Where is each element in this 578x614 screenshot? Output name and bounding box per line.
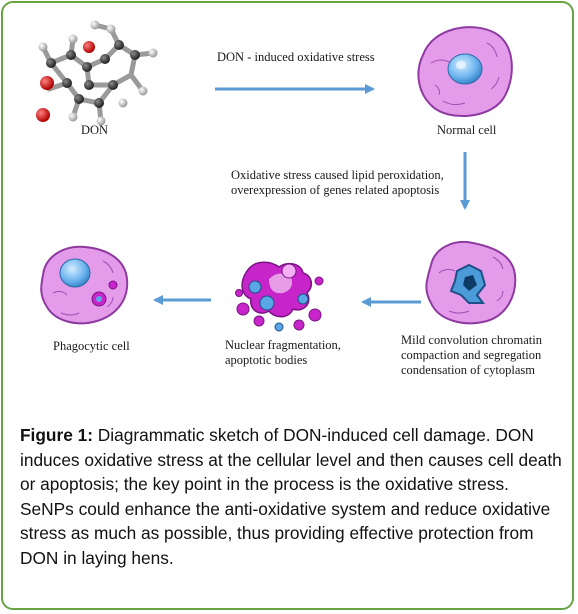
normal-cell-icon xyxy=(417,26,513,117)
convolution-label-line-1: Mild convolution chromatin xyxy=(401,333,542,347)
molecule-label: DON xyxy=(81,123,109,137)
vertical-arrow-label: Oxidative stress caused lipid peroxidati… xyxy=(231,168,444,198)
apoptotic-bodies-icon xyxy=(235,261,324,332)
top-arrow-label: DON - induced oxidative stress xyxy=(217,50,375,64)
caption-text: Diagrammatic sketch of DON-induced cell … xyxy=(20,425,562,568)
convolution-label-line-3: condensation of cytoplasm xyxy=(401,363,535,377)
phagocytic-cell-icon xyxy=(40,245,129,325)
convoluted-cell-icon xyxy=(425,241,517,325)
caption-label: Figure 1: xyxy=(20,425,93,445)
fragmentation-label-line-2: apoptotic bodies xyxy=(225,353,308,367)
apoptosis-diagram xyxy=(36,20,517,332)
convolution-label: Mild convolution chromatin compaction an… xyxy=(401,333,542,378)
vertical-arrow-label-line-1: Oxidative stress caused lipid peroxidati… xyxy=(231,168,444,182)
fragmentation-label-line-1: Nuclear fragmentation, xyxy=(225,338,341,352)
normal-cell-label: Normal cell xyxy=(437,123,497,137)
phagocytic-label: Phagocytic cell xyxy=(53,339,130,353)
convolution-label-line-2: compaction and segregation xyxy=(401,348,542,362)
fragmentation-label: Nuclear fragmentation, apoptotic bodies xyxy=(225,338,341,368)
don-molecule-icon xyxy=(36,20,158,126)
figure-caption: Figure 1: Diagrammatic sketch of DON-ind… xyxy=(20,423,565,571)
vertical-arrow-label-line-2: overexpression of genes related apoptosi… xyxy=(231,183,440,197)
